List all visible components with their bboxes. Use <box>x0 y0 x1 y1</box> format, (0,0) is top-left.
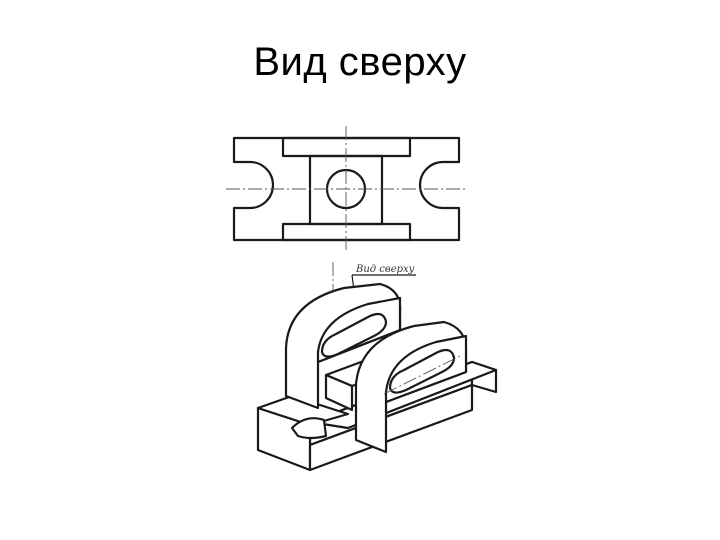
isometric-view <box>256 282 498 472</box>
callout-label: Вид сверху <box>355 264 415 275</box>
top-view-outline <box>232 136 461 242</box>
front-lug-axis <box>383 355 461 395</box>
top-view <box>226 126 467 250</box>
top-view-lower-rib <box>281 222 412 242</box>
front-lug-top-face <box>384 334 468 404</box>
base-plate-left-top <box>256 394 350 427</box>
rear-lug-slot <box>320 312 388 358</box>
base-plate-left-notch <box>290 417 328 440</box>
base-plate-lower-step <box>308 383 474 472</box>
front-lug-slot <box>388 348 456 394</box>
slide-title: Вид сверху <box>253 40 467 84</box>
center-block-front <box>324 373 354 412</box>
top-view-upper-rib <box>281 136 412 158</box>
